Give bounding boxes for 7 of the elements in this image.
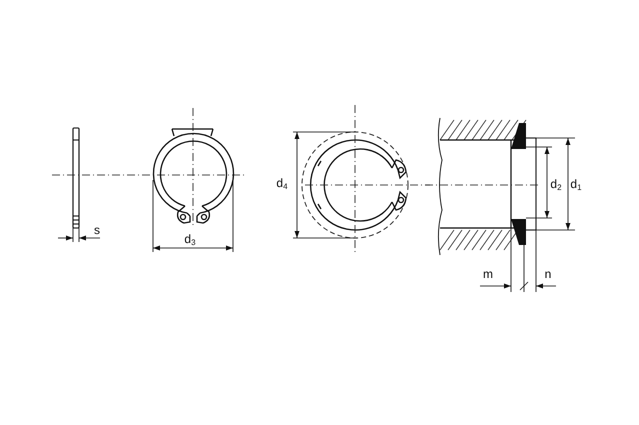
dimension-label: s [94,223,100,237]
dimension-label: n [544,267,552,281]
dimension-label: d$_{1}$ [570,177,582,194]
dimension-label: d$_{3}$ [184,232,196,249]
dimension-label: d$_{4}$ [276,176,288,193]
dimension-label: m [483,267,493,281]
dimension-label: d$_{2}$ [550,177,562,194]
